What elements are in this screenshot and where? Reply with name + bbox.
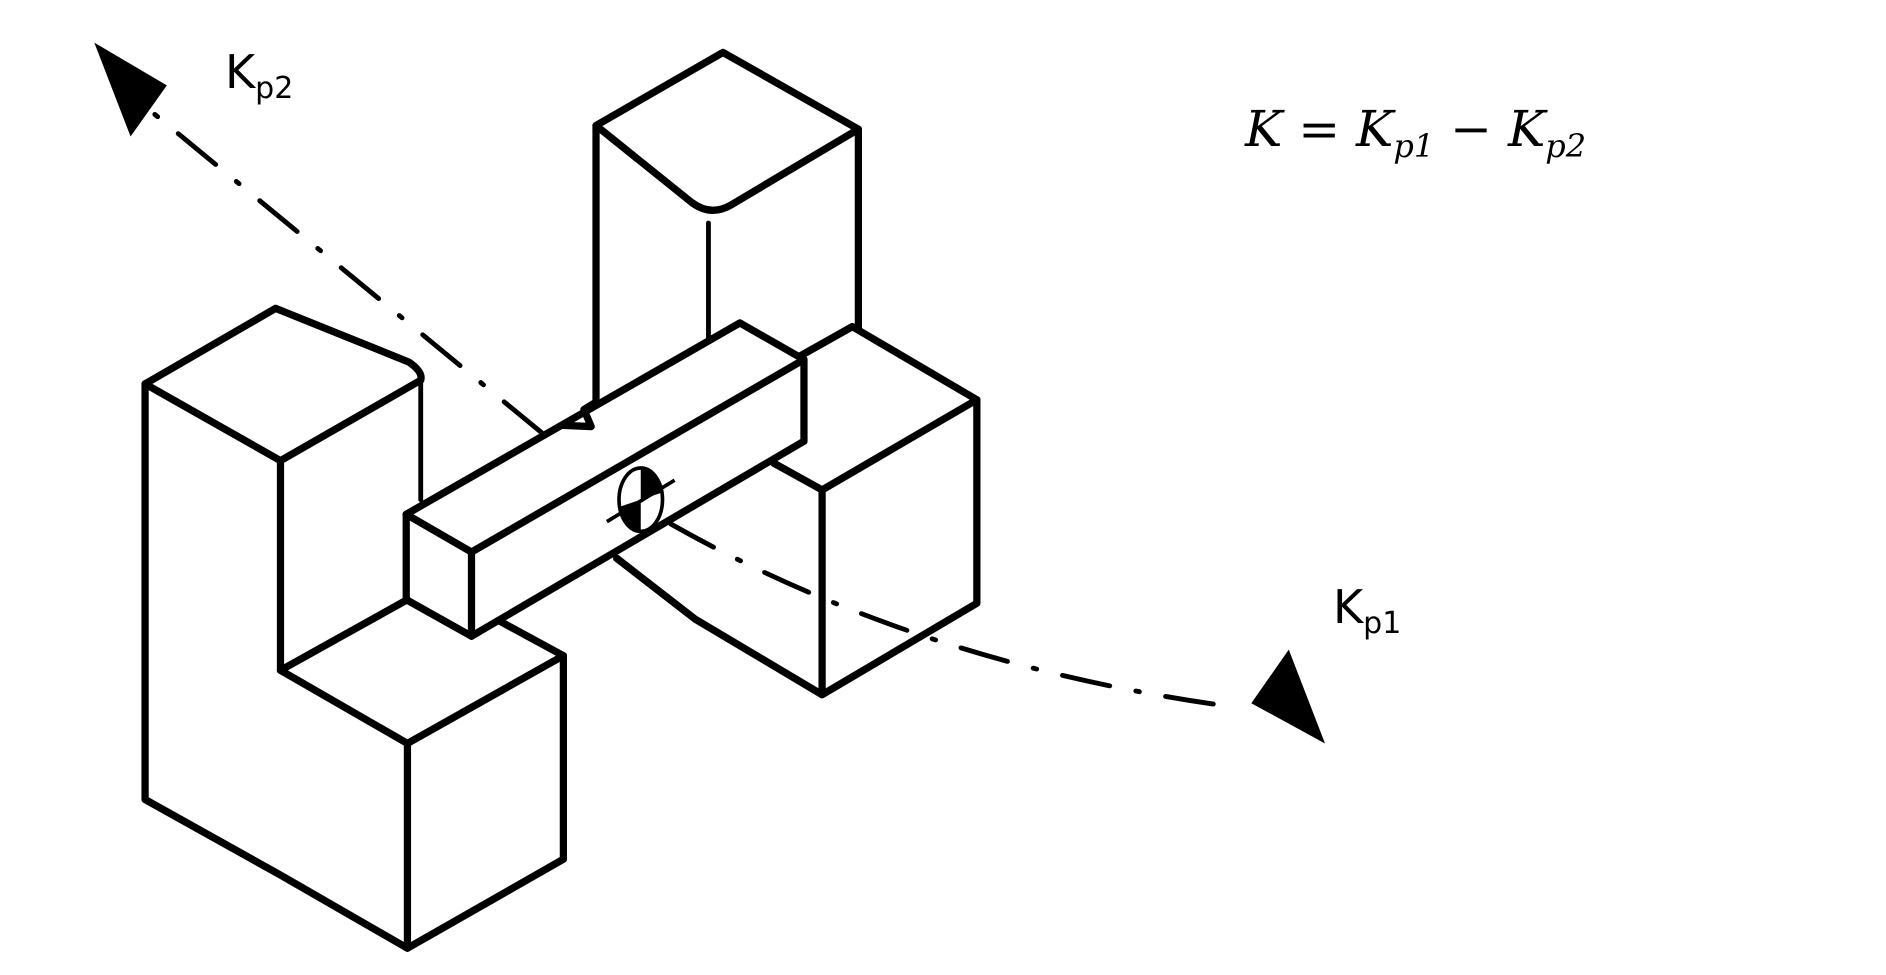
left-l-block: [141, 304, 568, 952]
kp1-label-sub: p1: [1363, 606, 1402, 642]
formula-term1: K: [1356, 100, 1394, 158]
kp1-axis-arrow: [668, 521, 1326, 744]
formula-term2-sub: p2: [1545, 127, 1587, 165]
pivot-symbol: [605, 466, 676, 534]
formula-term2: K: [1507, 100, 1546, 158]
kp1-label: Kp1: [1333, 580, 1401, 641]
kp2-axis-arrow: [94, 42, 545, 436]
formula-equals: =: [1282, 100, 1357, 158]
kp1-label-main: K: [1333, 580, 1364, 634]
kp2-label-sub: p2: [255, 71, 294, 107]
tall-top-block: [559, 48, 862, 431]
kp2-label: Kp2: [225, 45, 293, 106]
crossbar: [402, 319, 808, 640]
right-block: [612, 322, 981, 699]
formula-minus: −: [1434, 100, 1508, 158]
formula: K = Kp1 − Kp2: [1245, 100, 1586, 165]
formula-lhs: K: [1245, 100, 1283, 158]
formula-term1-sub: p1: [1393, 127, 1435, 165]
kp2-label-main: K: [225, 45, 256, 99]
